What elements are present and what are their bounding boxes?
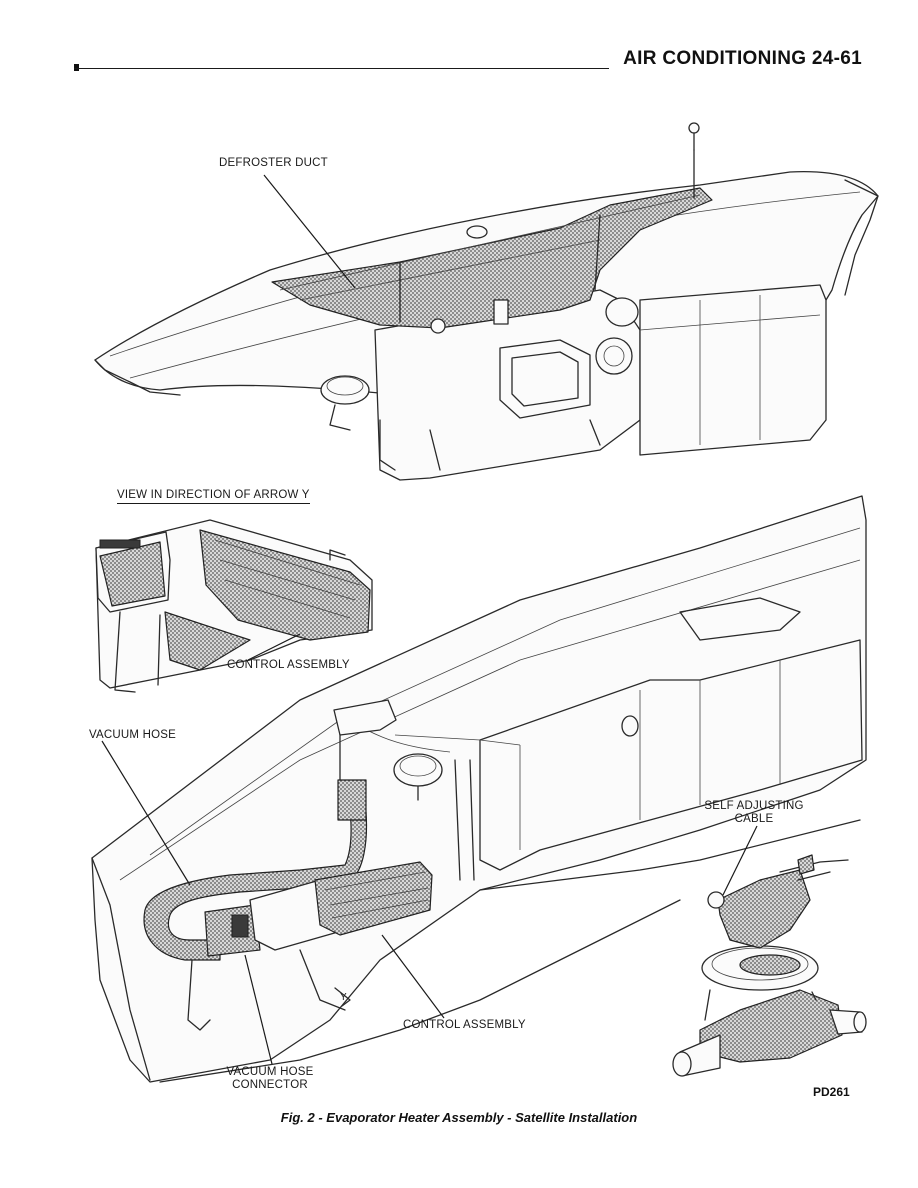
label-self-adjusting-line2: CABLE — [734, 813, 774, 825]
label-self-adjusting-line1: SELF ADJUSTING — [704, 800, 804, 812]
vacuum-hose-connector-leader — [244, 954, 273, 1065]
figure-caption: Fig. 2 - Evaporator Heater Assembly - Sa… — [280, 1110, 638, 1125]
label-vacuum-hose-connector-line1: VACUUM HOSE — [226, 1066, 314, 1078]
control-assembly-leader — [381, 934, 445, 1019]
valve-detail-drawing — [672, 854, 867, 1077]
inset-control-assembly-leader — [247, 633, 301, 661]
label-self-adjusting-cable: SELF ADJUSTING CABLE — [702, 800, 806, 826]
label-vacuum-hose-connector-line2: CONNECTOR — [232, 1079, 308, 1091]
inset-control-assembly-drawing — [95, 519, 373, 693]
label-control-assembly-inset: CONTROL ASSEMBLY — [227, 659, 350, 671]
label-vacuum-hose-connector: VACUUM HOSE CONNECTOR — [224, 1066, 316, 1092]
figure-id: PD261 — [813, 1085, 850, 1099]
defroster-duct-leader — [263, 174, 356, 289]
arrow-y-marker: Y — [340, 992, 347, 1003]
main-install-drawing — [91, 495, 867, 1083]
vacuum-hose-leader — [101, 740, 191, 886]
label-control-assembly-main: CONTROL ASSEMBLY — [403, 1019, 526, 1031]
label-view-direction: VIEW IN DIRECTION OF ARROW Y — [117, 489, 310, 504]
label-defroster-duct: DEFROSTER DUCT — [219, 157, 328, 169]
header-bullet — [74, 64, 79, 71]
header-rule — [74, 68, 609, 69]
top-panel-drawing — [94, 122, 879, 481]
self-adjusting-cable-leader — [722, 825, 758, 896]
label-vacuum-hose: VACUUM HOSE — [89, 729, 176, 741]
page-header-title: AIR CONDITIONING 24-61 — [623, 48, 862, 69]
